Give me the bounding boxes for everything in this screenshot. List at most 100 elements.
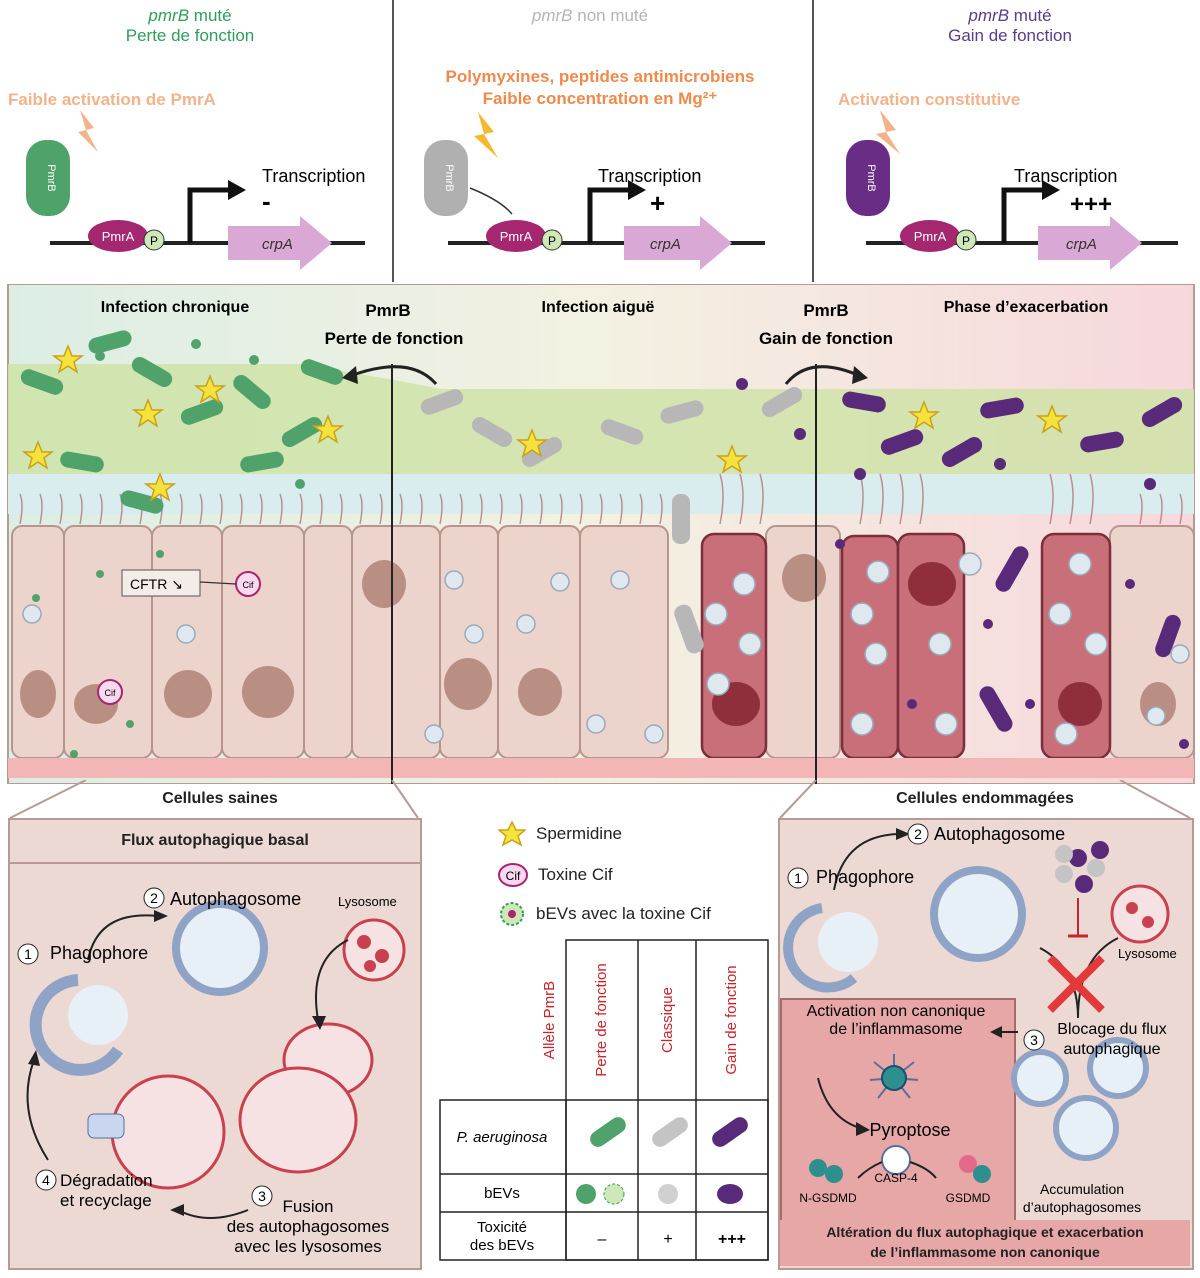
table-allele-header: Allèle PmrB	[541, 981, 558, 1059]
panel-loss-header: pmrB muté Perte de fonction	[60, 6, 320, 46]
crpa-label: crpA	[650, 236, 681, 253]
bottom-banner	[780, 1220, 1190, 1266]
table-col-classic: Classique	[659, 987, 676, 1053]
legend-spermidine: Spermidine	[498, 820, 622, 848]
gene-status: muté	[193, 6, 232, 25]
accum-line2: d’autophagosomes	[1023, 1199, 1141, 1215]
crpa-label: crpA	[262, 236, 293, 253]
svg-text:2: 2	[150, 890, 158, 906]
pmra-protein	[486, 220, 546, 252]
svg-text:1: 1	[24, 946, 32, 962]
legend-spermidine-label: Spermidine	[536, 824, 622, 843]
tox-classic: +	[663, 1231, 672, 1248]
phospho-label: P	[548, 234, 556, 248]
transcription-label: Transcription	[1014, 166, 1117, 186]
table-row-tox-1: Toxicité	[477, 1219, 527, 1236]
grey-bev-icon	[658, 1184, 678, 1204]
pmra-protein	[900, 220, 960, 252]
healthy-header: Cellules saines	[162, 790, 278, 807]
cif-icon: Cif	[498, 863, 528, 887]
epithelium-scene: Cif Cif CFTR ↘ Infection chronique Infec…	[7, 284, 1195, 784]
degradation-line2: et recyclage	[60, 1191, 152, 1210]
divider-1	[392, 0, 394, 282]
bottom-line-1: Altération du flux autophagique et exace…	[826, 1224, 1144, 1240]
svg-text:1: 1	[794, 870, 802, 886]
green-bev-icon	[576, 1184, 596, 1204]
inflam-line1: Activation non canonique	[807, 1003, 986, 1020]
pmrb-label: PmrB	[865, 164, 877, 192]
switch-loss-line2: Perte de fonction	[325, 329, 464, 348]
inflam-line2: de l’inflammasome	[829, 1021, 962, 1038]
transcription-arrow-icon	[587, 187, 630, 243]
healthy-autophagy-diagram: 1 2 3 4 Phagophore Autophagosome Lysosom…	[17, 887, 406, 1256]
casp-label: CASP-4	[874, 1171, 918, 1185]
signal-bolt-icon	[78, 110, 98, 152]
signal-line-1: Polymyxines, peptides antimicrobiens	[445, 67, 755, 86]
effect-label: Perte de fonction	[125, 26, 255, 45]
panel-gain-header: pmrB muté Gain de fonction	[880, 6, 1140, 46]
svg-text:4: 4	[42, 1172, 50, 1188]
pmra-label: PmrA	[914, 229, 947, 244]
phase-chronic: Infection chronique	[101, 299, 250, 316]
effect-label: Gain de fonction	[948, 26, 1072, 45]
fusion-line2: des autophagosomes	[227, 1217, 390, 1236]
crpa-gene	[624, 216, 732, 270]
transcription-level: +++	[1070, 191, 1112, 218]
gene-name: pmrB	[531, 6, 573, 25]
cif-bev-icon	[603, 1183, 625, 1205]
bev-icon	[500, 902, 524, 926]
svg-text:Cif: Cif	[506, 869, 521, 883]
transcription-arrow-icon	[187, 187, 230, 243]
lysosome-label: Lysosome	[1118, 946, 1177, 961]
phospho-label: P	[150, 234, 158, 248]
spermidine-stars	[21, 343, 1069, 502]
signal-label: Activation constitutive	[838, 90, 1021, 109]
bottom-line-2: de l’inflammasome non canonique	[870, 1244, 1100, 1260]
transcription-level: -	[262, 186, 271, 216]
green-dots	[32, 339, 305, 758]
signal-label: Faible activation de PmrA	[8, 90, 216, 109]
phase-acute: Infection aiguë	[542, 299, 655, 316]
table-row-bevs: bEVs	[484, 1185, 520, 1202]
gene-status: non muté	[577, 6, 649, 25]
block-line2: autophagique	[1064, 1041, 1161, 1058]
purple-dots	[736, 378, 1189, 749]
switch-loss-line1: PmrB	[365, 301, 410, 320]
svg-text:2: 2	[914, 826, 922, 842]
phospho-icon	[955, 229, 977, 251]
svg-text:Cif: Cif	[105, 688, 116, 698]
table-col-loss: Perte de fonction	[593, 963, 610, 1076]
grey-bacterium-icon	[652, 1117, 688, 1147]
phospho-icon	[143, 229, 165, 251]
phospho-icon	[541, 229, 563, 251]
svg-text:Cif: Cif	[243, 580, 254, 590]
autophagosome-label: Autophagosome	[934, 824, 1065, 844]
signal-label: Polymyxines, peptides antimicrobiens Fai…	[400, 66, 800, 110]
purple-bacteria	[842, 391, 1183, 732]
transcription-level: +	[650, 188, 665, 218]
gsdmd-label: GSDMD	[946, 1191, 991, 1205]
block-cross-icon	[1047, 955, 1105, 1013]
table-col-gain: Gain de fonction	[723, 965, 740, 1074]
svg-text:3: 3	[258, 1188, 266, 1204]
pmra-label: PmrA	[500, 229, 533, 244]
pmrb-protein	[424, 140, 468, 216]
vesicles	[22, 552, 1190, 746]
damaged-cells	[700, 532, 1112, 760]
gene-status: muté	[1013, 6, 1052, 25]
phagophore-label: Phagophore	[50, 943, 148, 963]
transcription-arrow-icon	[1001, 187, 1044, 243]
switch-gain-line2: Gain de fonction	[759, 329, 893, 348]
signal-line-2: Faible concentration en Mg²⁺	[482, 89, 718, 108]
fusion-line1: Fusion	[282, 1197, 333, 1216]
cif-toxins: Cif Cif	[97, 571, 261, 705]
damaged-header: Cellules endommagées	[896, 790, 1074, 807]
table-row-tox-2: des bEVs	[470, 1237, 534, 1254]
pmrb-protein	[26, 140, 70, 216]
degradation-line1: Dégradation	[60, 1171, 153, 1190]
block-line1: Blocage du flux	[1057, 1021, 1166, 1038]
tox-loss: –	[598, 1231, 607, 1248]
phagophore-label: Phagophore	[816, 867, 914, 887]
signal-bolt-icon	[474, 112, 498, 158]
lysosome-label: Lysosome	[338, 894, 397, 909]
